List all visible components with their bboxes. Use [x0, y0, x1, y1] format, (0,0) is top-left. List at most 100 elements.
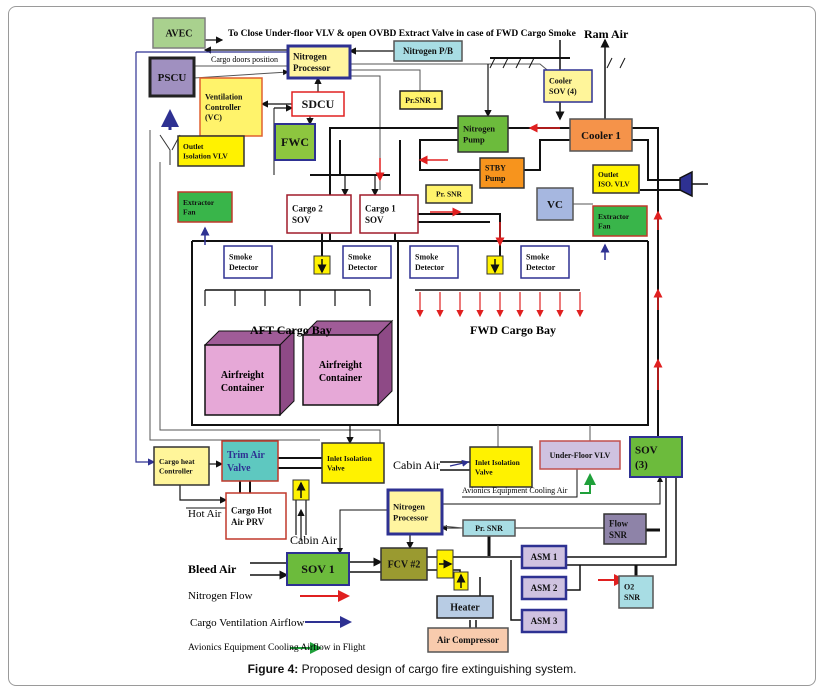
- nitrogen-processor-top-label: Processor: [293, 63, 330, 73]
- caption-prefix: Figure 4:: [247, 662, 299, 676]
- asm-3: ASM 3: [520, 608, 568, 634]
- connector-line: [453, 569, 461, 572]
- connector-line: [440, 476, 663, 505]
- trim-air-valve-label: Valve: [227, 463, 251, 474]
- extractor-fan-left-label: Fan: [183, 208, 196, 217]
- legend-avionics-cooling: Avionics Equipment Cooling Airflow in Fl…: [188, 642, 366, 653]
- figure-caption: Figure 4: Proposed design of cargo fire …: [0, 662, 824, 676]
- cargo-hot-air-prv-label: Air PRV: [231, 517, 265, 527]
- smoke-detector-3-label: Detector: [415, 263, 445, 272]
- pr-snr-mid-label: Pr. SNR: [436, 190, 463, 199]
- trim-air-valve-label: Trim Air: [227, 450, 265, 461]
- smoke-detector-2-label: Detector: [348, 263, 378, 272]
- stby-pump-label: Pump: [485, 174, 506, 183]
- legend-nitrogen-flow: Nitrogen Flow: [188, 590, 253, 602]
- flow-snr-label: SNR: [609, 530, 628, 540]
- extractor-fan-left-label: Extractor: [183, 198, 215, 207]
- connector-line: [419, 139, 480, 171]
- connector-line: [350, 75, 381, 190]
- flow-snr-label: Flow: [609, 518, 628, 528]
- pscu-label: PSCU: [158, 72, 187, 84]
- avionics-cooling-air-label: Avionics Equipment Cooling Air: [462, 486, 568, 495]
- asm-2: ASM 2: [520, 575, 568, 601]
- connector-line: [350, 69, 421, 91]
- under-floor-vlv-label: Under-Floor VLV: [550, 451, 611, 460]
- container-label: Container: [319, 373, 363, 384]
- inlet-isolation-valve-left-label: Inlet Isolation: [327, 454, 373, 463]
- o2-snr-label: O2: [624, 583, 634, 592]
- nitrogen-pump-label: Nitrogen: [463, 123, 495, 133]
- connector-line: [502, 57, 509, 69]
- hot-air-label: Hot Air: [188, 508, 222, 520]
- smoke-detector-1-label: Smoke: [229, 253, 253, 262]
- connector-line: [619, 57, 626, 69]
- connector-line: [606, 57, 613, 69]
- figure-frame: [8, 6, 816, 686]
- smoke-detector-4-label: Detector: [526, 263, 556, 272]
- extractor-fan-right-label: Extractor: [598, 212, 630, 221]
- fcv-2-label: FCV #2: [388, 560, 421, 571]
- extractor-fan-right-label: Fan: [598, 222, 611, 231]
- ventilation-controller-label: (VC): [205, 113, 222, 122]
- connector-line: [566, 565, 581, 591]
- connector-line: [580, 473, 596, 494]
- sov-3-label: SOV: [635, 445, 658, 457]
- asm-3-label: ASM 3: [531, 616, 558, 626]
- connector-line: [528, 57, 535, 69]
- pscu: PSCU: [148, 56, 196, 98]
- overboard-valve-icon: [679, 170, 708, 198]
- asm-2-label: ASM 2: [531, 583, 558, 593]
- caption-text: Proposed design of cargo fire extinguish…: [298, 662, 577, 676]
- pr-snr-bottom: Pr. SNR: [462, 519, 516, 537]
- connector-line: [135, 52, 156, 466]
- cargo-1-sov-label: Cargo 1: [365, 203, 396, 213]
- fwc: FWC: [274, 123, 316, 161]
- bleed-air-label: Bleed Air: [188, 562, 237, 576]
- legend-cargo-ventilation: Cargo Ventilation Airflow: [190, 617, 305, 629]
- o2-snr-label: SNR: [624, 593, 640, 602]
- connector-line: [193, 69, 289, 79]
- air-compressor-label: Air Compressor: [437, 635, 499, 645]
- fwd-cargo-bay-label: FWD Cargo Bay: [470, 323, 556, 337]
- heater: Heater: [436, 595, 494, 619]
- aft-cargo-bay-label: AFT Cargo Bay: [250, 323, 332, 337]
- connector-line: [515, 57, 522, 69]
- fcv-2: FCV #2: [380, 547, 428, 581]
- stby-pump-label: STBY: [485, 164, 506, 173]
- nitrogen-processor-bottom-label: Nitrogen: [393, 501, 425, 511]
- pr-snr-1: Pr.SNR 1: [399, 90, 443, 110]
- cooler-1: Cooler 1: [569, 118, 633, 152]
- avec-label: AVEC: [165, 29, 192, 40]
- cargo-heat-controller-label: Cargo heat: [159, 457, 195, 466]
- cargo-1-sov-label: SOV: [365, 215, 384, 225]
- connector-line: [510, 560, 522, 621]
- connector-line: [489, 57, 496, 69]
- connector-line: [350, 63, 565, 85]
- pr-snr-1-label: Pr.SNR 1: [405, 96, 437, 105]
- ventilation-controller-label: Controller: [205, 103, 241, 112]
- connector-line: [462, 469, 578, 498]
- cargo-2-sov-label: Cargo 2: [292, 203, 323, 213]
- nitrogen-pb-label: Nitrogen P/B: [403, 46, 453, 56]
- ram-air-label: Ram Air: [584, 27, 629, 41]
- connector-line: [149, 130, 320, 441]
- asm-1: ASM 1: [520, 544, 568, 570]
- connector-line: [566, 470, 677, 566]
- sdcu-label: SDCU: [302, 97, 335, 111]
- sov-1-label: SOV 1: [301, 562, 334, 576]
- smoke-detector-1-label: Detector: [229, 263, 259, 272]
- sov-3-label: (3): [635, 459, 648, 471]
- outlet-iso-vlv-label: Outlet: [598, 170, 619, 179]
